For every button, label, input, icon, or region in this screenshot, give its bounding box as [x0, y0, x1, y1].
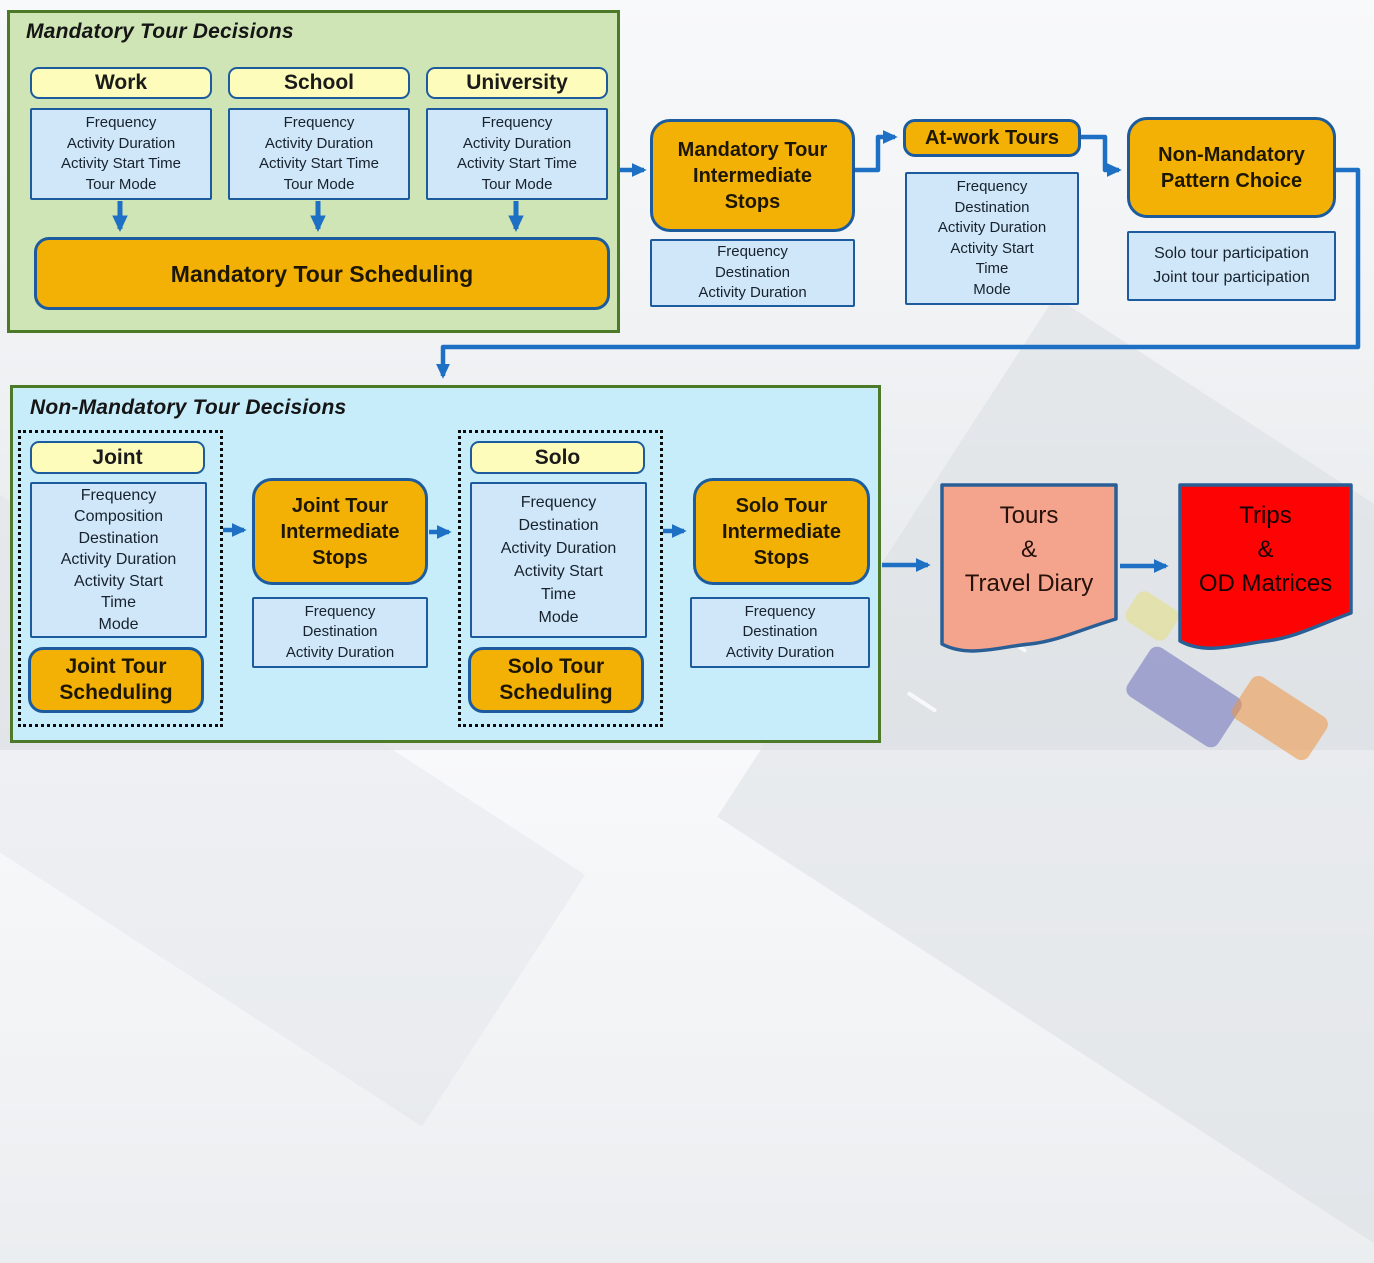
document-shape [940, 483, 1118, 653]
trips-od-matrices-flag: Trips & OD Matrices [1178, 483, 1353, 659]
flag-line: & [1257, 536, 1274, 563]
attr-line: Frequency [717, 243, 788, 261]
attr-line: Activity Duration [698, 284, 807, 302]
mandatory-tour-scheduling-box: Mandatory Tour Scheduling [34, 237, 610, 310]
attr-line: Activity Start [950, 239, 1034, 257]
non-mandatory-pattern-choice-box: Non-Mandatory Pattern Choice [1127, 117, 1336, 218]
attr-line: Activity Duration [66, 134, 176, 152]
attr-line: Activity Duration [60, 551, 177, 569]
mandatory-intermediate-stops-attributes: Frequency Destination Activity Duration [650, 239, 855, 307]
attr-line: Activity Duration [285, 643, 395, 661]
solo-header: Solo [470, 441, 645, 474]
school-attributes: Frequency Activity Duration Activity Sta… [228, 108, 410, 200]
attr-line: Joint tour participation [1153, 269, 1310, 286]
joint-header: Joint [30, 441, 205, 474]
attr-line: Destination [742, 623, 818, 641]
attr-line: Frequency [481, 114, 553, 131]
solo-attributes: Frequency Destination Activity Duration … [470, 482, 647, 638]
flag-line: Travel Diary [964, 570, 1094, 597]
mandatory-intermediate-stops-box: Mandatory Tour Intermediate Stops [650, 119, 855, 232]
attr-line: Tour Mode [85, 175, 157, 193]
attr-line: Activity Start Time [60, 155, 182, 172]
attr-line: Activity Duration [264, 134, 374, 152]
tours-travel-diary-flag: Tours & Travel Diary [940, 483, 1118, 663]
joint-intermediate-stops-attributes: Frequency Destination Activity Duration [252, 597, 428, 668]
attr-line: Activity Duration [500, 540, 617, 557]
attr-line: Time [541, 586, 576, 603]
attr-line: Activity Duration [725, 643, 835, 661]
attr-line: Frequency [283, 114, 355, 131]
attr-line: Activity Start Time [258, 155, 380, 172]
flag-line: Trips [1239, 502, 1292, 529]
work-attributes: Frequency Activity Duration Activity Sta… [30, 108, 212, 200]
solo-intermediate-stops-attributes: Frequency Destination Activity Duration [690, 597, 870, 668]
joint-intermediate-stops-box: Joint Tour Intermediate Stops [252, 478, 428, 585]
attr-line: Destination [954, 198, 1030, 216]
university-header: University [426, 67, 608, 99]
attr-line: Solo tour participation [1154, 245, 1309, 262]
attr-line: Frequency [80, 486, 157, 504]
attr-line: Frequency [304, 602, 376, 620]
trips-od-matrices-text: Trips & OD Matrices [1178, 499, 1353, 601]
mandatory-section-title: Mandatory Tour Decisions [26, 20, 294, 43]
flag-line: OD Matrices [1198, 570, 1333, 597]
attr-line: Mode [973, 280, 1011, 298]
attr-line: Mode [538, 609, 579, 626]
attr-line: Activity Duration [937, 219, 1047, 236]
tours-travel-diary-text: Tours & Travel Diary [940, 499, 1118, 601]
attr-line: Destination [518, 517, 599, 534]
at-work-tours-box: At-work Tours [903, 119, 1081, 157]
attr-line: Destination [714, 263, 791, 281]
solo-intermediate-stops-box: Solo Tour Intermediate Stops [693, 478, 870, 585]
attr-line: Destination [78, 529, 159, 547]
university-attributes: Frequency Activity Duration Activity Sta… [426, 108, 608, 200]
work-header: Work [30, 67, 212, 99]
diagram-canvas: Mandatory Tour Decisions Work Frequency … [0, 10, 1374, 1263]
attr-line: Activity Duration [462, 134, 572, 152]
arrow-atwork-to-pattern [1081, 134, 1122, 177]
attr-line: Activity Start [514, 563, 603, 580]
attr-line: Frequency [85, 114, 157, 131]
school-header: School [228, 67, 410, 99]
joint-attributes: Frequency Composition Destination Activi… [30, 482, 207, 638]
arrow-stops-to-atwork [855, 130, 898, 173]
joint-group [18, 430, 223, 727]
flag-line: & [1020, 536, 1037, 563]
attr-line: Time [975, 260, 1009, 277]
at-work-tours-attributes: Frequency Destination Activity Duration … [905, 172, 1079, 305]
solo-group [458, 430, 663, 727]
attr-line: Tour Mode [481, 175, 553, 193]
document-shape [1178, 483, 1353, 650]
flag-line: Tours [999, 502, 1059, 529]
attr-line: Destination [302, 623, 378, 641]
joint-tour-scheduling-box: Joint Tour Scheduling [28, 647, 204, 713]
non-mandatory-section-title: Non-Mandatory Tour Decisions [30, 396, 347, 419]
attr-line: Time [101, 594, 136, 612]
attr-line: Tour Mode [283, 175, 355, 193]
attr-line: Composition [74, 508, 163, 526]
attr-line: Frequency [520, 494, 597, 511]
attr-line: Frequency [744, 602, 816, 620]
attr-line: Frequency [956, 178, 1028, 195]
pattern-choice-attributes: Solo tour participation Joint tour parti… [1127, 231, 1336, 301]
attr-line: Activity Start [74, 572, 163, 590]
attr-line: Activity Start Time [456, 155, 578, 172]
attr-line: Mode [98, 615, 139, 633]
solo-tour-scheduling-box: Solo Tour Scheduling [468, 647, 644, 713]
